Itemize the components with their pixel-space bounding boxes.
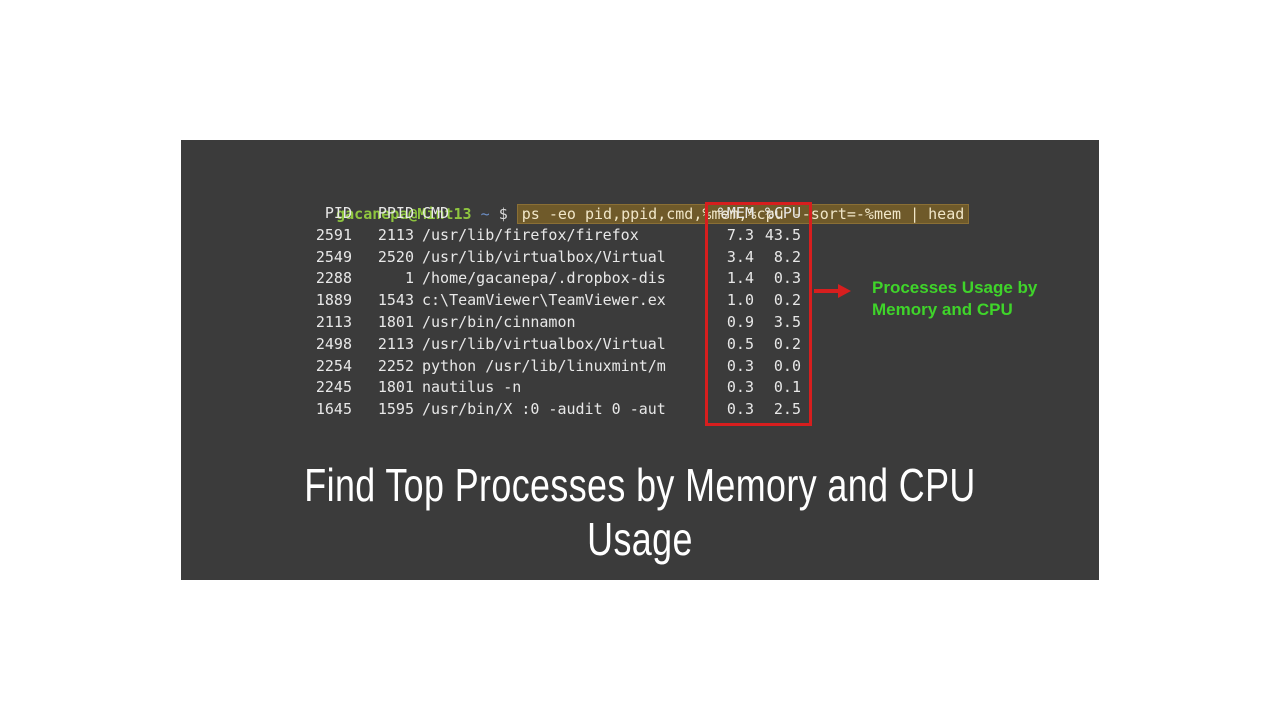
table-row: 2498 2113/usr/lib/virtualbox/Virtual 0.5 0.… bbox=[306, 334, 801, 356]
table-row: 2254 2252 python /usr/lib/linuxmint/m 0.3 0.… bbox=[306, 356, 801, 378]
cell-mem: 3.4 bbox=[726, 247, 754, 266]
cell-ppid: 2252 bbox=[377, 356, 414, 375]
cell-mem: 1.4 bbox=[726, 269, 754, 288]
cell-cpu: 0.3 bbox=[773, 269, 801, 288]
highlight-box bbox=[705, 202, 812, 426]
cell-ppid: 1543 bbox=[377, 291, 414, 310]
cell-mem: 0.3 bbox=[726, 378, 754, 397]
cell-mem: 0.3 bbox=[726, 400, 754, 419]
cell-pid: 2245 bbox=[315, 378, 352, 397]
cell-pid: 2591 bbox=[315, 225, 352, 244]
cell-pid: 2288 bbox=[315, 269, 352, 288]
cell-cpu: 3.5 bbox=[773, 312, 801, 331]
cell-cmd: /usr/lib/firefox/firefox bbox=[422, 225, 639, 244]
cell-pid: 2254 bbox=[315, 356, 352, 375]
cell-pid: 1889 bbox=[315, 291, 352, 310]
cell-pid: 2549 bbox=[315, 247, 352, 266]
prompt-path: ~ bbox=[471, 205, 499, 223]
prompt-user: gacanepa@Mint13 bbox=[336, 205, 472, 223]
annotation-line-1: Processes Usage by bbox=[872, 278, 1038, 297]
column-header-pid: PID bbox=[324, 204, 352, 222]
table-row: 2113 1801/usr/bin/cinnamon 0.9 3.5 bbox=[306, 312, 801, 334]
banner-caption: Find Top Processes by Memory and CPU Usa… bbox=[304, 459, 976, 565]
table-row: 1645 1595/usr/bin/X :0 -audit 0 -aut 0.3 2.… bbox=[306, 399, 801, 421]
cell-mem: 0.3 bbox=[726, 356, 754, 375]
cell-ppid: 1801 bbox=[377, 312, 414, 331]
prompt-symbol: $ bbox=[498, 205, 517, 223]
cell-cmd: /usr/bin/cinnamon bbox=[422, 312, 576, 331]
cell-cmd: /usr/lib/virtualbox/Virtual bbox=[422, 247, 666, 266]
table-header-row: PID PPID CMD %MEM %CPU bbox=[306, 203, 801, 225]
column-header-mem: %MEM bbox=[717, 204, 754, 222]
cell-ppid: 2113 bbox=[377, 334, 414, 353]
cell-cpu: 0.1 bbox=[773, 378, 801, 397]
annotation-callout: Processes Usage by Memory and CPU bbox=[872, 277, 1037, 321]
cell-mem: 1.0 bbox=[726, 291, 754, 310]
cell-cpu: 43.5 bbox=[764, 225, 801, 244]
cell-cmd: c:\TeamViewer\TeamViewer.ex bbox=[422, 291, 666, 310]
cell-ppid: 1801 bbox=[377, 378, 414, 397]
table-row: 2549 2520/usr/lib/virtualbox/Virtual 3.4 8.… bbox=[306, 247, 801, 269]
cell-cpu: 8.2 bbox=[773, 247, 801, 266]
annotation-line-2: Memory and CPU bbox=[872, 300, 1013, 319]
cell-cpu: 0.2 bbox=[773, 291, 801, 310]
cell-ppid: 2113 bbox=[377, 225, 414, 244]
cell-pid: 2113 bbox=[315, 312, 352, 331]
cell-ppid: 2520 bbox=[377, 247, 414, 266]
cell-cpu: 0.0 bbox=[773, 356, 801, 375]
cell-pid: 1645 bbox=[315, 400, 352, 419]
column-header-cpu: %CPU bbox=[764, 204, 801, 222]
cell-pid: 2498 bbox=[315, 334, 352, 353]
cell-ppid: 1 bbox=[404, 269, 414, 288]
command-text: ps -eo pid,ppid,cmd,%mem,%cpu --sort=-%m… bbox=[516, 204, 970, 224]
arrow-right-icon bbox=[814, 284, 851, 298]
table-row: 1889 1543 c:\TeamViewer\TeamViewer.ex 1.0 0.… bbox=[306, 290, 801, 312]
cell-mem: 7.3 bbox=[726, 225, 754, 244]
cell-cpu: 0.2 bbox=[773, 334, 801, 353]
cell-cmd: /usr/bin/X :0 -audit 0 -aut bbox=[422, 400, 666, 419]
table-row: 2245 1801 nautilus -n 0.3 0.1 bbox=[306, 377, 801, 399]
process-table: PID PPID CMD %MEM %CPU 2591 2113/usr/lib/… bbox=[306, 203, 801, 421]
column-header-cmd: CMD bbox=[422, 204, 450, 222]
cell-cmd: /home/gacanepa/.dropbox-dis bbox=[422, 269, 666, 288]
cell-mem: 0.9 bbox=[726, 312, 754, 331]
column-header-ppid: PPID bbox=[377, 204, 414, 222]
article-banner: gacanepa@Mint13 ~ $ ps -eo pid,ppid,cmd,… bbox=[181, 140, 1099, 580]
cell-cmd: /usr/lib/virtualbox/Virtual bbox=[422, 334, 666, 353]
cell-cmd: nautilus -n bbox=[422, 378, 522, 397]
cell-mem: 0.5 bbox=[726, 334, 754, 353]
cell-ppid: 1595 bbox=[377, 400, 414, 419]
cell-cpu: 2.5 bbox=[773, 400, 801, 419]
terminal-prompt: gacanepa@Mint13 ~ $ ps -eo pid,ppid,cmd,… bbox=[300, 181, 970, 224]
table-row: 2288 1/home/gacanepa/.dropbox-dis 1.4 0.3 bbox=[306, 268, 801, 290]
cell-cmd: python /usr/lib/linuxmint/m bbox=[422, 356, 666, 375]
table-row: 2591 2113/usr/lib/firefox/firefox 7.3 43.5 bbox=[306, 225, 801, 247]
